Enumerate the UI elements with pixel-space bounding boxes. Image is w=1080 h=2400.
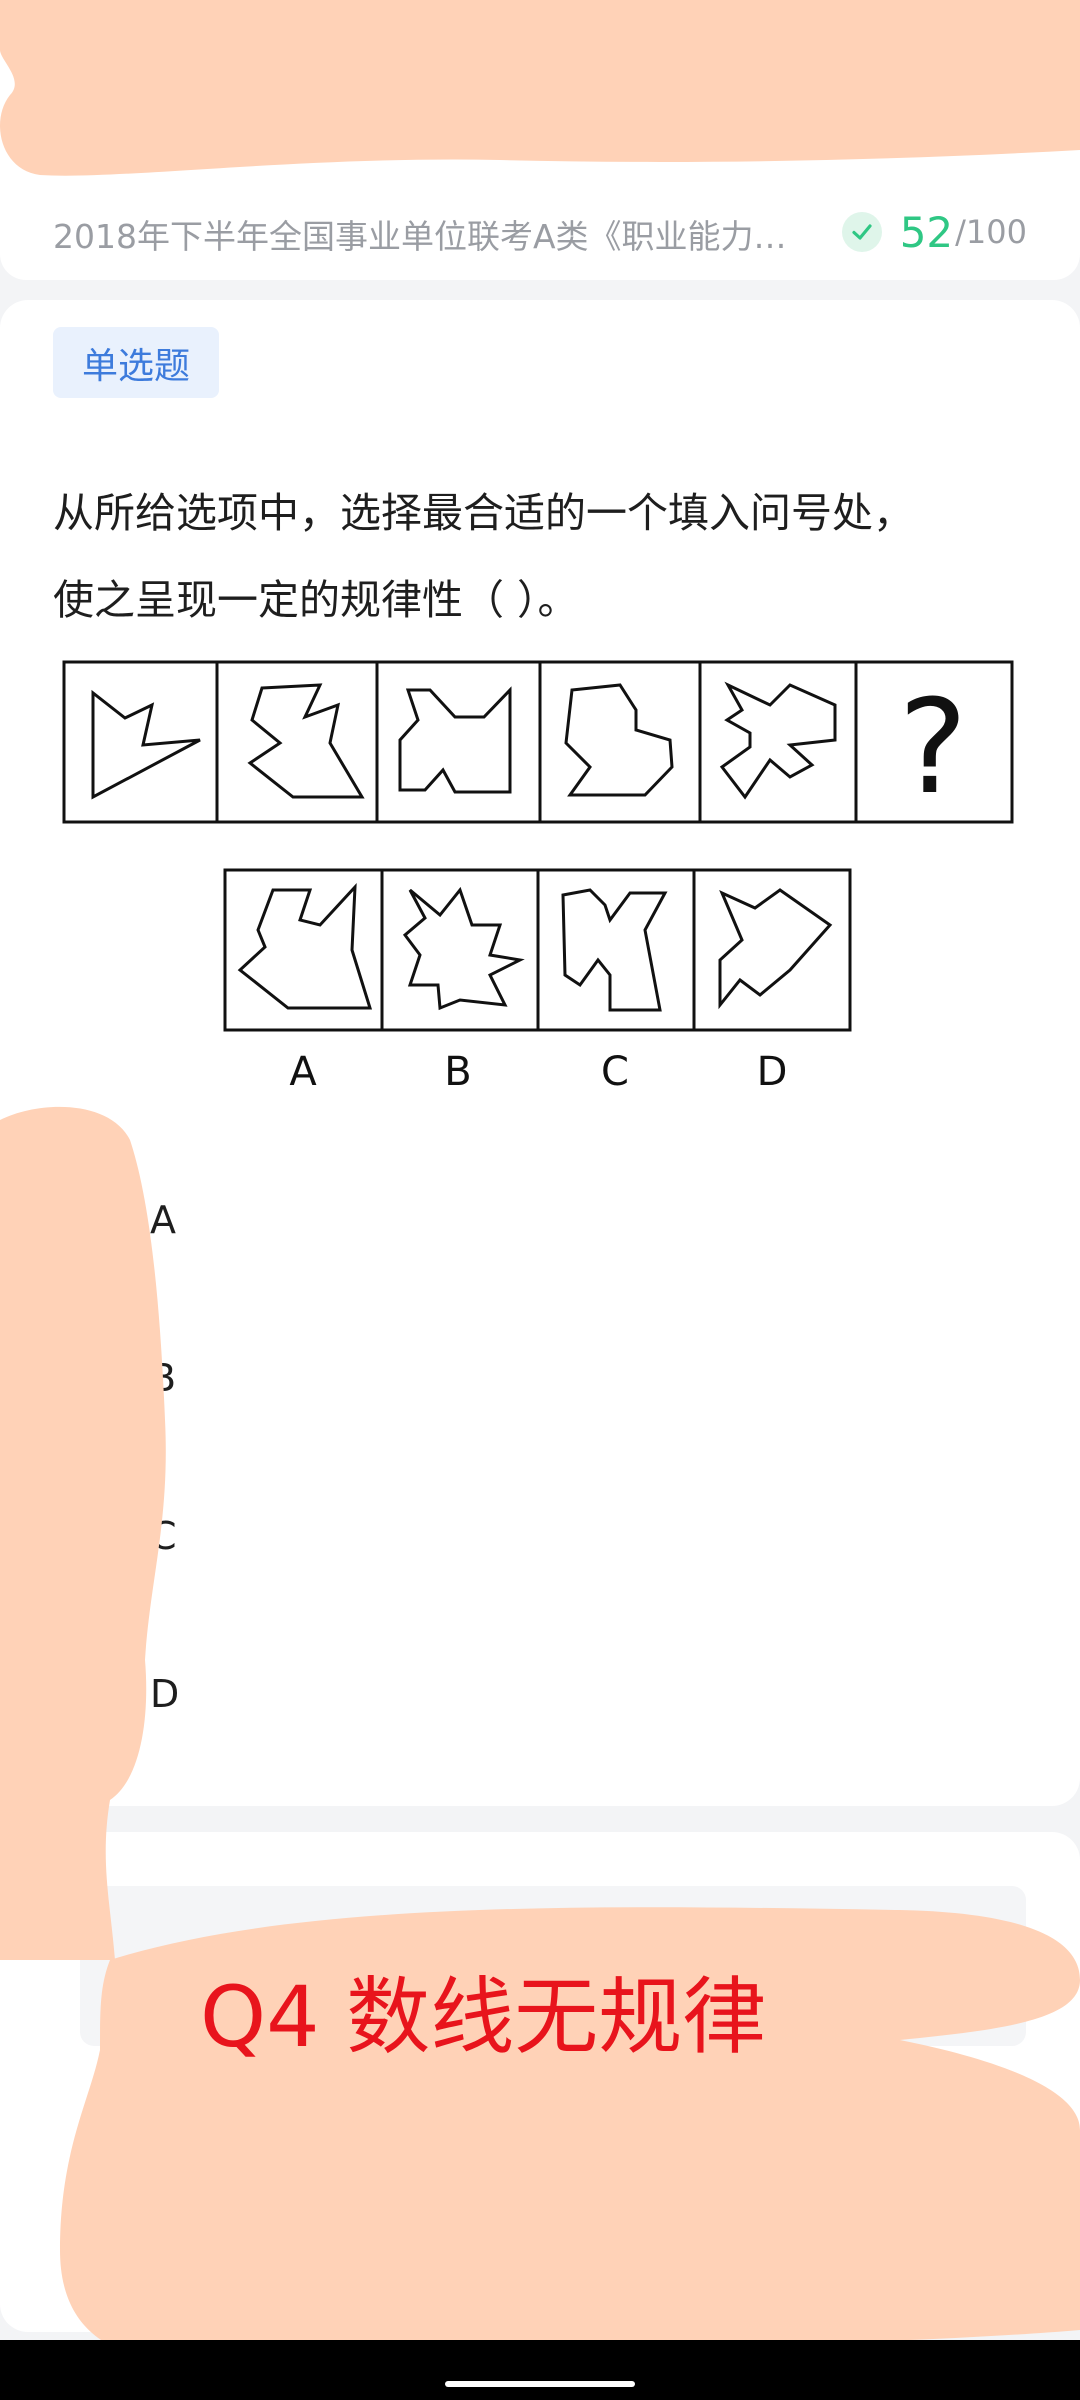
- progress-current: 52: [899, 207, 954, 257]
- option-shape-a: [237, 882, 373, 1010]
- question-stem-line: 使之呈现一定的规律性（ ）。: [53, 576, 579, 624]
- option-shape-d: [718, 888, 833, 1010]
- answer-option-label: A: [150, 1198, 176, 1242]
- progress-total: /100: [955, 213, 1027, 251]
- sequence-frame: [62, 660, 1014, 824]
- answer-option-label: C: [150, 1514, 177, 1558]
- figure-option-label: A: [289, 1049, 317, 1095]
- figure-option-label: B: [444, 1049, 471, 1095]
- answer-option-b[interactable]: B: [150, 1333, 950, 1423]
- option-shape-b: [402, 886, 525, 1011]
- exam-title[interactable]: 2018年下半年全国事业单位联考A类《职业能力…: [53, 217, 787, 256]
- navigation-bar: [0, 2340, 1080, 2400]
- sequence-shape-5: [719, 681, 837, 800]
- question-type-badge: 单选题: [53, 327, 219, 398]
- question-card: [0, 300, 1080, 1806]
- figure-option-label: C: [601, 1049, 629, 1095]
- sequence-shape-3: [398, 686, 512, 794]
- answer-option-a[interactable]: A: [150, 1175, 950, 1265]
- question-figure: ? A B C D: [0, 650, 1080, 1110]
- question-stem: 从所给选项中，选择最合适的一个填入问号处， 使之呈现一定的规律性（ ）。: [53, 470, 1013, 644]
- option-shape-c: [561, 888, 668, 1012]
- sequence-question-mark: ?: [899, 671, 968, 823]
- answer-option-label: B: [150, 1356, 177, 1400]
- figure-svg: ? A B C D: [62, 660, 1014, 1095]
- check-icon: [841, 212, 882, 252]
- answer-option-d[interactable]: D: [150, 1649, 950, 1739]
- question-stem-line: 从所给选项中，选择最合适的一个填入问号处，: [53, 489, 914, 537]
- home-indicator[interactable]: [445, 2381, 635, 2387]
- sequence-shape-4: [564, 683, 674, 797]
- answer-option-label: D: [150, 1672, 180, 1716]
- sequence-shape-1: [91, 689, 201, 800]
- figure-option-label: D: [757, 1049, 788, 1095]
- progress-indicator: 52 /100: [841, 204, 1027, 260]
- handwritten-annotation: Q4 数线无规律: [200, 1968, 767, 2066]
- answer-option-c[interactable]: C: [150, 1491, 950, 1581]
- sequence-shape-2: [247, 683, 365, 799]
